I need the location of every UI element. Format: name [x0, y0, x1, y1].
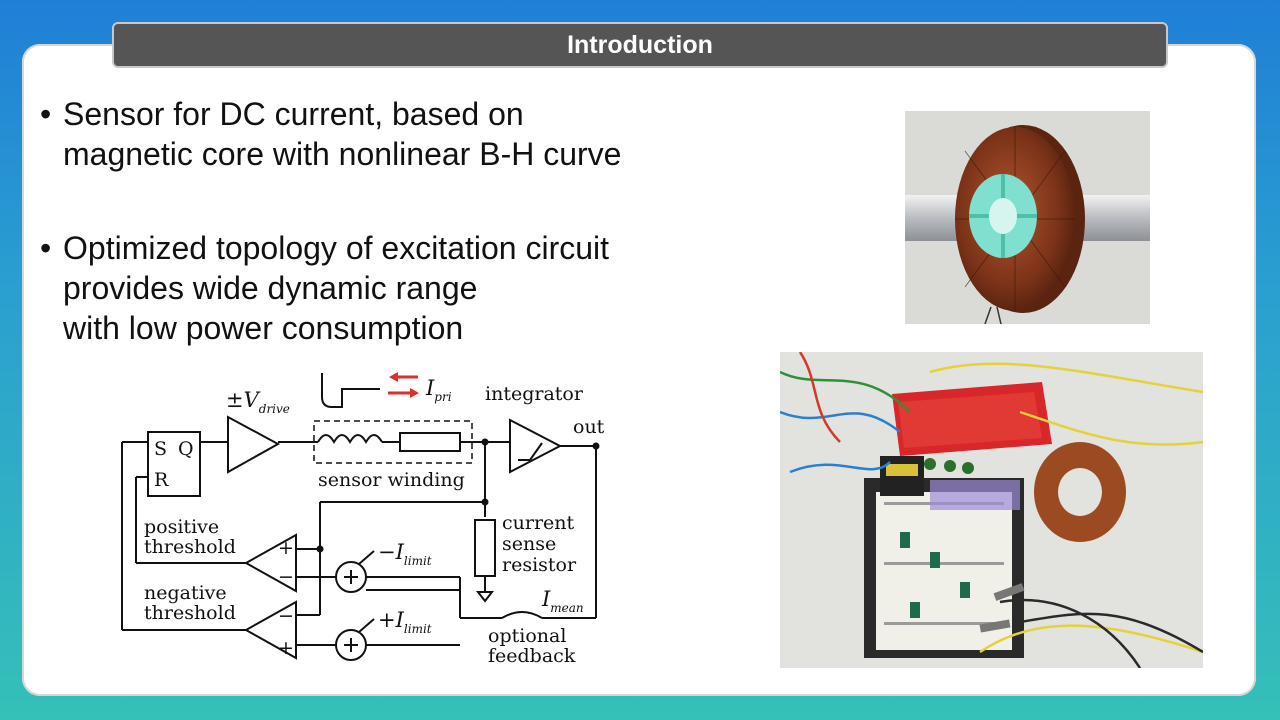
out-label: out: [573, 416, 605, 438]
comp1-plus-sign: +: [278, 537, 294, 559]
integrator-label: integrator: [485, 383, 584, 405]
positive-threshold-label-2: threshold: [144, 536, 236, 558]
imean-label: Imean: [541, 587, 584, 615]
bullet-1-line-1: Sensor for DC current, based on: [63, 96, 524, 132]
sr-q-label: Q: [178, 438, 194, 460]
current-sense-label-2: sense: [502, 533, 556, 555]
minus-ilimit-sub: limit: [404, 554, 432, 568]
bullet-1-line-2: magnetic core with nonlinear B-H curve: [63, 136, 622, 172]
positive-threshold-label-1: positive: [144, 516, 219, 538]
imean-prefix: I: [541, 587, 551, 611]
bullet-2-line-3: with low power consumption: [63, 310, 464, 346]
bullet-2-line-2: provides wide dynamic range: [63, 270, 478, 306]
sr-flipflop-box: [147, 431, 201, 497]
ipri-label: Ipri: [425, 376, 452, 404]
current-sense-label-3: resistor: [502, 554, 577, 576]
ipri-prefix: I: [425, 376, 435, 400]
plus-ilimit-sub: limit: [404, 622, 432, 636]
sr-r-label: R: [154, 469, 169, 491]
circuit-wires: [121, 373, 600, 661]
vdrive-prefix: ±V: [226, 388, 261, 412]
vdrive-sub: drive: [259, 402, 290, 416]
bullet-2-line-1: Optimized topology of excitation circuit: [63, 230, 610, 266]
excitation-circuit-diagram: S Q R ±Vdrive Ipri integrator out sensor…: [121, 372, 605, 667]
optional-feedback-label-2: feedback: [488, 645, 576, 667]
plus-ilimit-label: +Ilimit: [378, 608, 432, 636]
negative-threshold-label-2: threshold: [144, 602, 236, 624]
negative-threshold-label-1: negative: [144, 582, 227, 604]
minus-ilimit-label: −Ilimit: [378, 540, 432, 568]
comp2-plus-sign: +: [278, 637, 294, 659]
vdrive-label: ±Vdrive: [226, 388, 290, 416]
imean-sub: mean: [550, 601, 583, 615]
breadboard-prototype-photo: [780, 352, 1203, 668]
toroid-sensor-photo: [905, 111, 1150, 324]
minus-ilimit-prefix: −I: [378, 540, 405, 564]
slide-title: Introduction: [112, 22, 1168, 68]
sr-s-label: S: [154, 438, 167, 460]
comp2-minus-sign: −: [278, 605, 294, 627]
sensor-winding-label: sensor winding: [318, 469, 465, 491]
optional-feedback-label-1: optional: [488, 625, 566, 647]
current-sense-label-1: current: [502, 512, 575, 534]
ipri-arrows: [388, 372, 419, 398]
bullet-dot: •: [40, 230, 52, 266]
bullet-dot: •: [40, 96, 52, 132]
ipri-sub: pri: [434, 390, 451, 404]
comp1-minus-sign: −: [278, 566, 294, 588]
plus-ilimit-prefix: +I: [378, 608, 405, 632]
